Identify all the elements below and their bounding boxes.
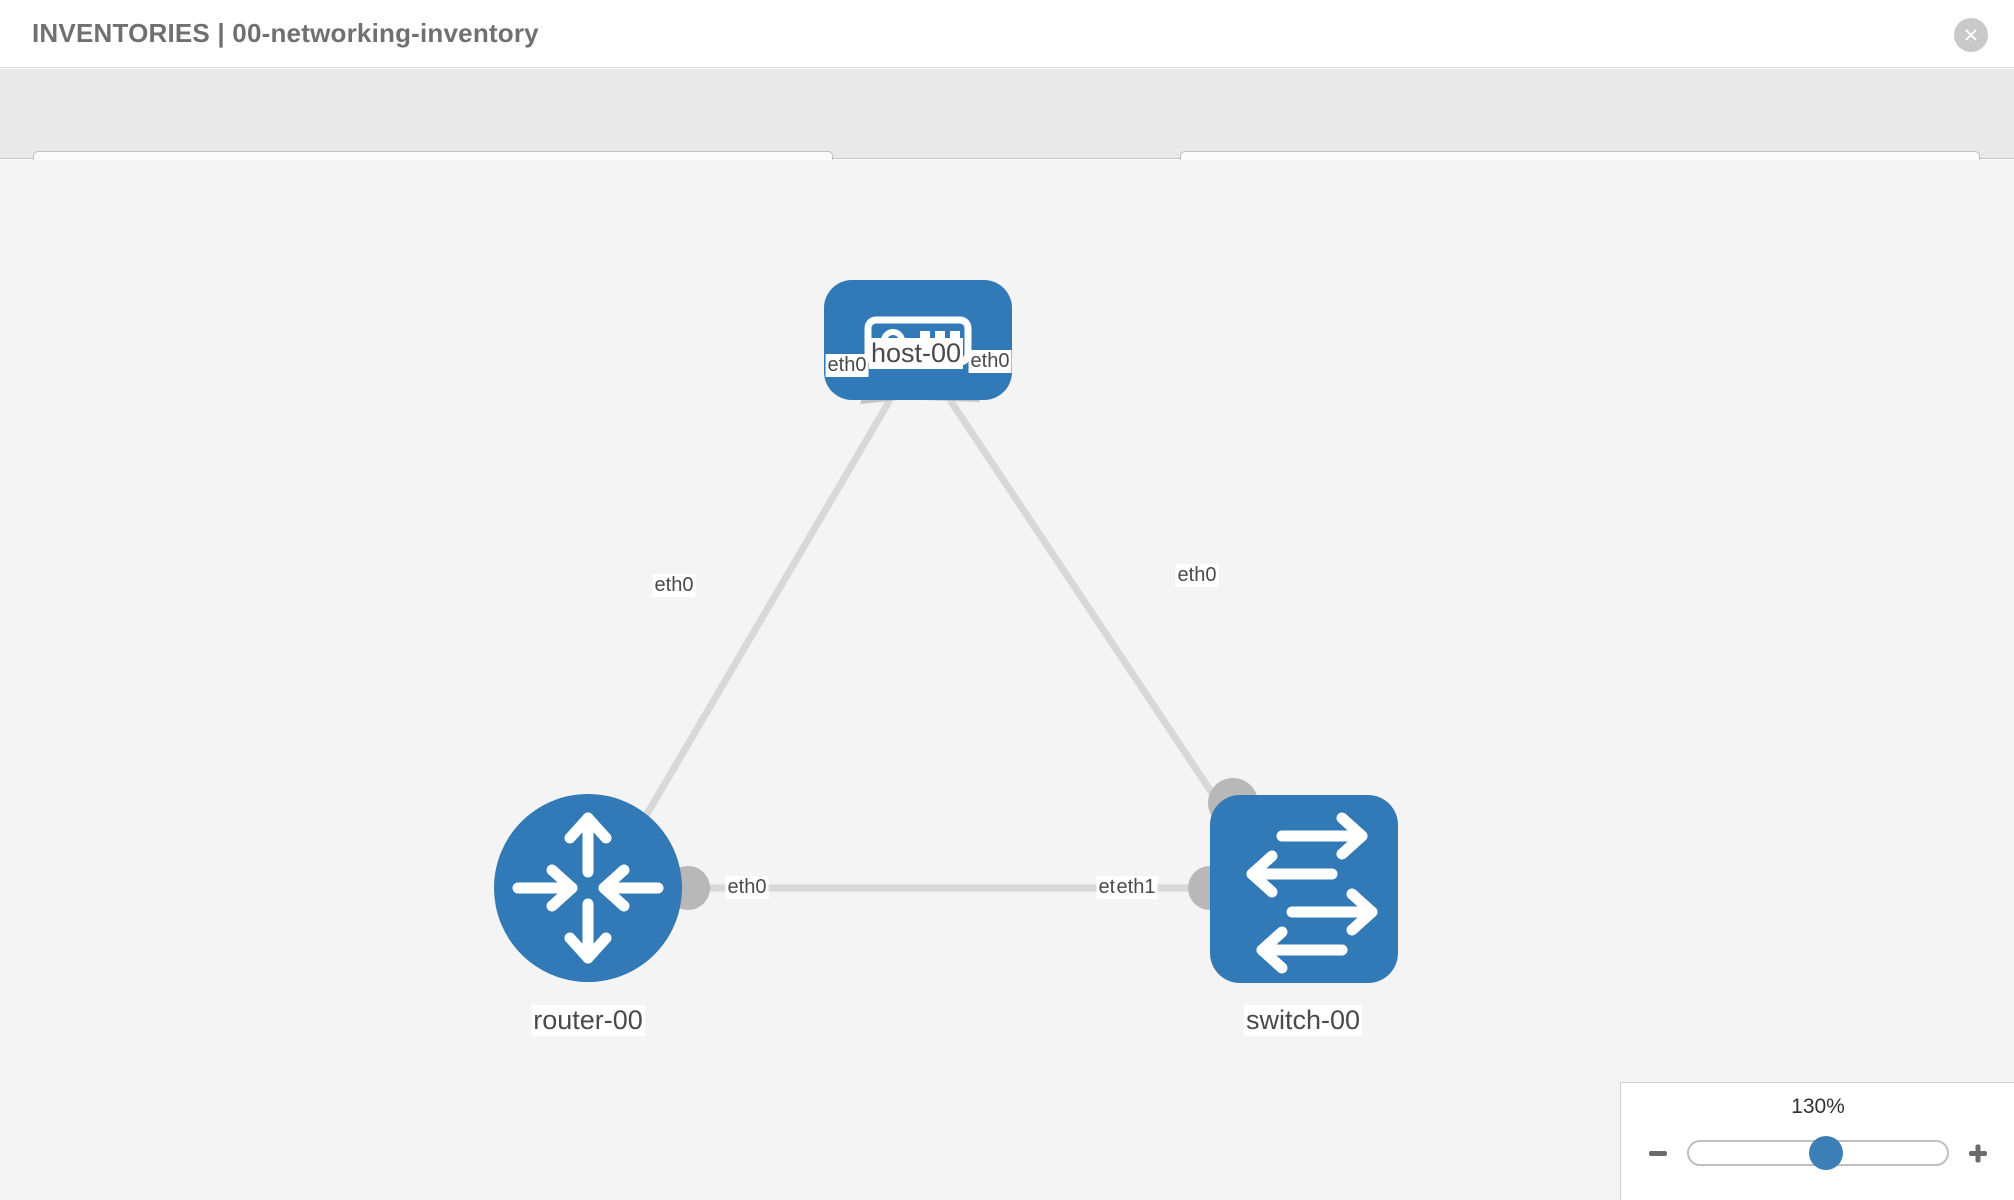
zoom-slider-thumb[interactable] xyxy=(1808,1136,1843,1170)
iface-label: eth1 xyxy=(1114,876,1158,899)
link-group xyxy=(616,398,1253,892)
topology-canvas[interactable]: eth0 eth0 eth0 eth0 eth0 eth0 eth1 host-… xyxy=(0,160,2014,1200)
zoom-slider[interactable] xyxy=(1687,1136,1949,1170)
node-label-switch-00: switch-00 xyxy=(1243,1005,1363,1036)
zoom-in-button[interactable] xyxy=(1963,1138,1993,1168)
zoom-control-panel: 130% xyxy=(1620,1082,2014,1200)
node-label-router-00: router-00 xyxy=(531,1005,645,1036)
zoom-slider-row xyxy=(1621,1131,2014,1175)
zoom-level-value: 130% xyxy=(1791,1095,1845,1118)
topology-graph xyxy=(494,280,1398,983)
iface-label: eth0 xyxy=(825,354,869,377)
iface-label: eth0 xyxy=(652,574,696,597)
close-icon[interactable] xyxy=(1954,18,1988,52)
node-label-host-00: host-00 xyxy=(868,338,964,369)
page-title: INVENTORIES | 00-networking-inventory xyxy=(32,18,539,48)
router-icon xyxy=(512,812,664,964)
iface-label: eth0 xyxy=(968,350,1012,373)
page-header: INVENTORIES | 00-networking-inventory xyxy=(0,0,2014,68)
iface-label: eth0 xyxy=(725,876,769,899)
switch-icon xyxy=(1246,812,1378,974)
node-switch-00 xyxy=(1210,795,1398,983)
zoom-out-button[interactable] xyxy=(1643,1138,1673,1168)
node-router-00 xyxy=(494,794,682,982)
iface-label: eth0 xyxy=(1175,564,1219,587)
link-host-router xyxy=(616,398,894,862)
link-host-switch xyxy=(947,398,1253,852)
toolbar: ACTIONS SEARCH xyxy=(0,69,2014,201)
